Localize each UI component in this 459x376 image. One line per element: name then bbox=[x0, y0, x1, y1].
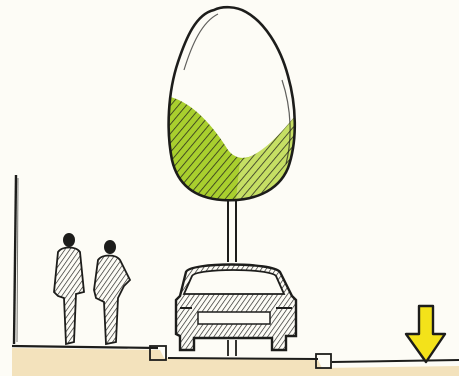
wall bbox=[14, 175, 18, 344]
pedestrian bbox=[54, 233, 84, 344]
pedestrian bbox=[94, 240, 130, 344]
parked-car bbox=[176, 265, 296, 351]
level-arrow bbox=[406, 306, 445, 362]
street-tree bbox=[160, 7, 300, 210]
